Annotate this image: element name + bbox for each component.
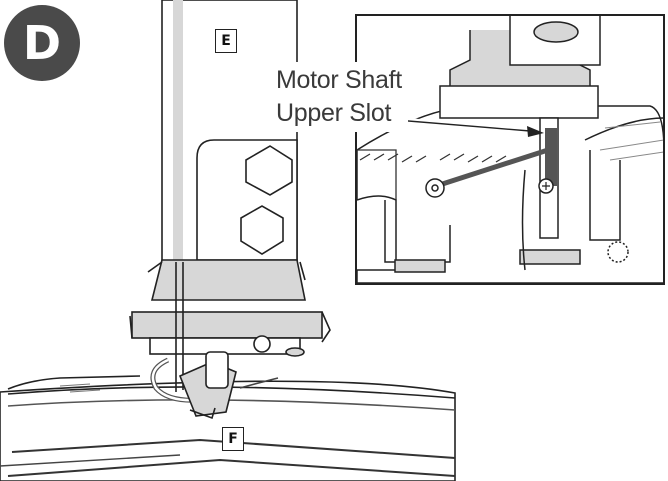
- hitch-pin: [150, 262, 279, 420]
- inset-detail: [355, 14, 665, 285]
- callout-text: Motor Shaft Upper Slot: [272, 62, 408, 132]
- part-label-e: E: [215, 29, 237, 53]
- collar: [147, 139, 306, 301]
- mounting-bracket: [129, 311, 331, 357]
- callout-line-1: Motor Shaft: [276, 66, 402, 94]
- part-label-f: F: [222, 427, 244, 451]
- step-badge: D: [4, 5, 80, 81]
- callout-line-2: Upper Slot: [276, 99, 392, 127]
